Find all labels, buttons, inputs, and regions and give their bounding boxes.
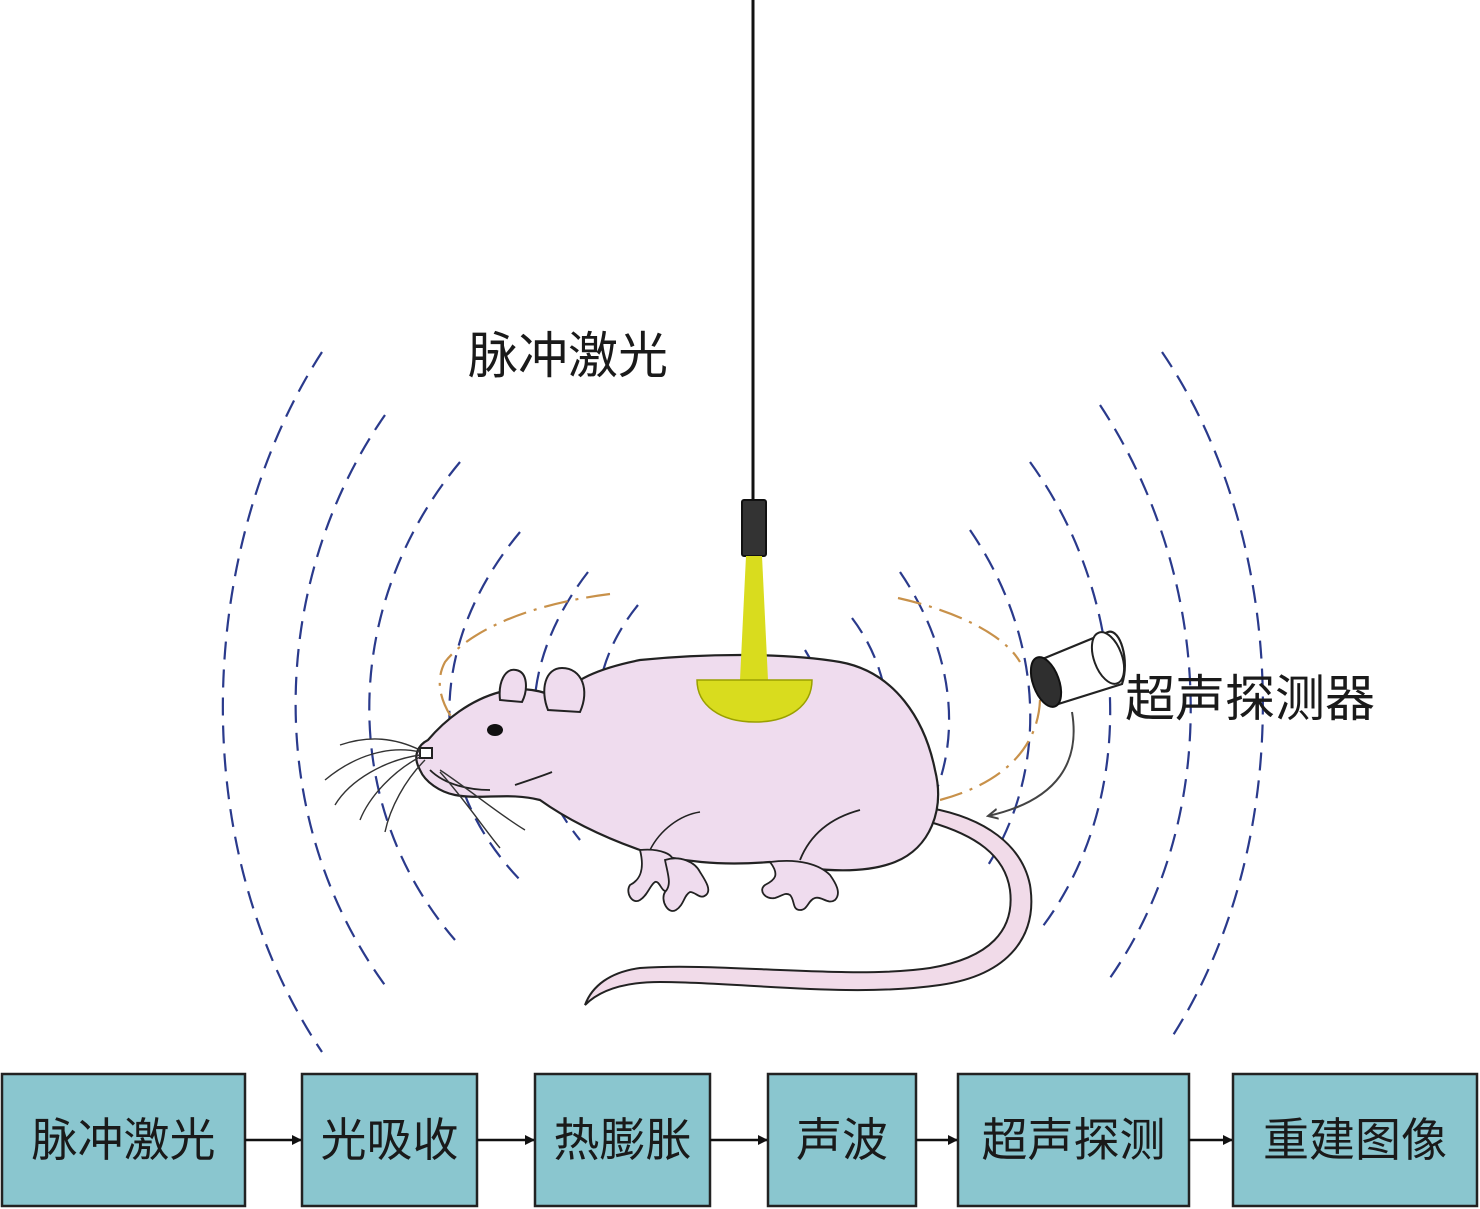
- mouse-ear-front: [543, 666, 586, 714]
- flow-step-box: [1231, 1072, 1479, 1208]
- acoustic-wave-arc: [1161, 351, 1264, 1041]
- mouse-front-paw-right: [662, 857, 710, 912]
- flow-step-box: [533, 1072, 712, 1208]
- acoustic-wave-arc: [969, 529, 1032, 871]
- mouse-tail: [584, 806, 1033, 1006]
- acoustic-wave-arc: [1099, 404, 1192, 986]
- acoustic-wave-arc: [221, 351, 323, 1053]
- laser-head: [741, 499, 767, 557]
- flow-step-label: 热膨胀: [554, 1113, 692, 1167]
- laser-label: 脉冲激光: [468, 327, 668, 385]
- flow-step-label: 声波: [796, 1113, 888, 1167]
- flow-step-box: [766, 1072, 918, 1208]
- flow-step-label: 光吸收: [321, 1113, 459, 1167]
- mouse-eye: [487, 724, 503, 736]
- detector-scan-orbit: [438, 592, 1042, 827]
- mouse-ear-back: [498, 668, 527, 704]
- absorption-region: [696, 679, 813, 723]
- flow-step-label: 脉冲激光: [32, 1113, 216, 1167]
- flow-step-box: [956, 1072, 1191, 1208]
- mouse-body: [415, 653, 940, 872]
- flow-step-box: [0, 1072, 247, 1208]
- flow-step-box: [300, 1072, 479, 1208]
- flow-step-label: 重建图像: [1263, 1113, 1447, 1167]
- mouse-nose: [419, 747, 433, 759]
- acoustic-wave-arc: [899, 571, 951, 831]
- process-flow: 脉冲激光 光吸收 热膨胀 声波 超声探测 重建图像: [0, 1072, 1479, 1208]
- mouse-whiskers: [324, 738, 526, 849]
- acoustic-wave-arc: [1029, 461, 1112, 931]
- detector-rotation-arrow: [988, 711, 1075, 816]
- laser-beam: [740, 556, 768, 680]
- acoustic-wave-arc: [368, 461, 461, 941]
- ultrasound-detector: [1029, 630, 1126, 708]
- mouse: [324, 653, 940, 912]
- mouse-hind-paw: [761, 859, 839, 911]
- detector-label: 超声探测器: [1125, 670, 1375, 728]
- flow-step-label: 超声探测: [982, 1113, 1166, 1167]
- acoustic-wave-arc: [294, 414, 391, 993]
